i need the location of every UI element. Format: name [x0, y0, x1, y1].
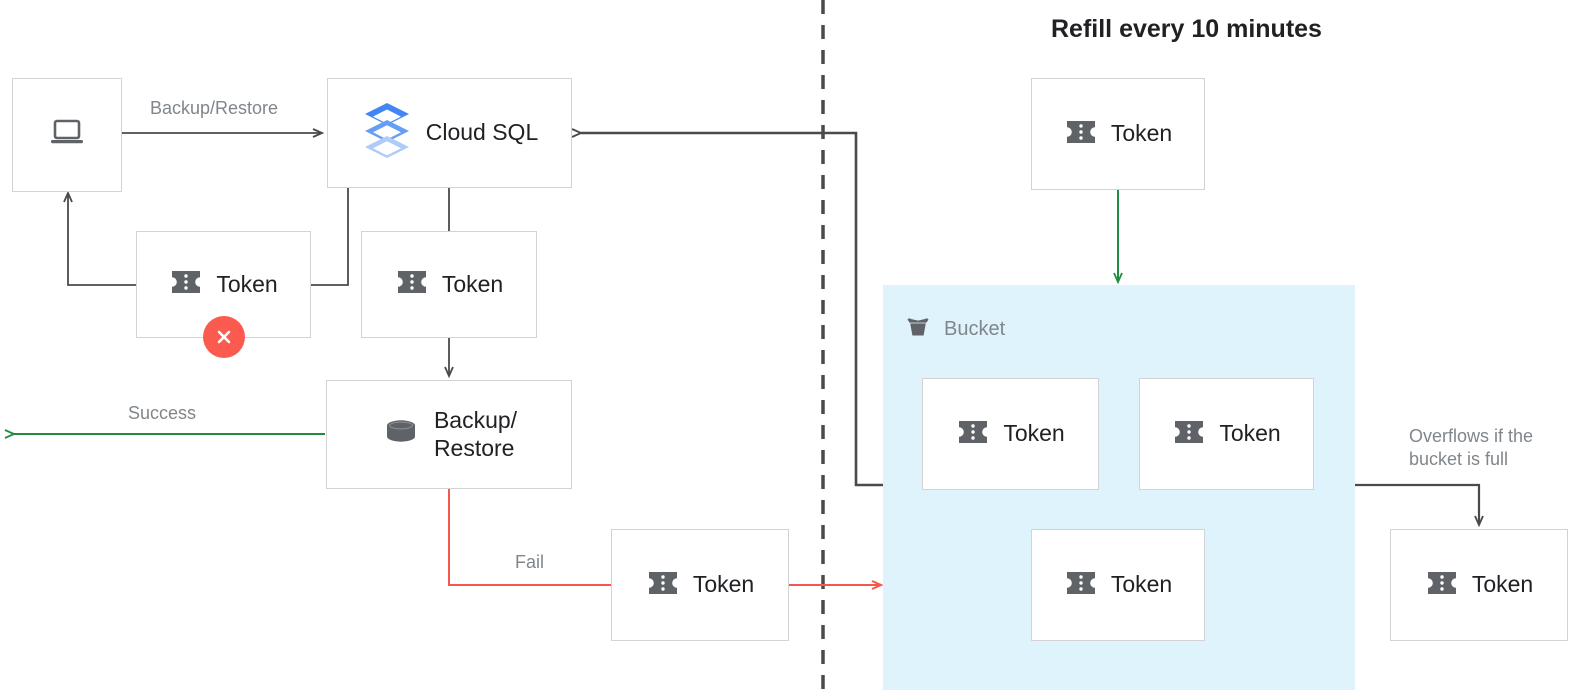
- node-client[interactable]: [12, 78, 122, 192]
- edge-label-overflow: Overflows if the bucket is full: [1409, 426, 1534, 469]
- node-token-bucket-1[interactable]: Token: [922, 378, 1099, 490]
- cloud-sql-icon: [361, 100, 413, 167]
- token-icon: [169, 267, 203, 302]
- edge-label-fail: Fail: [515, 552, 545, 572]
- wire-cloudsql-to-token-client: [311, 188, 349, 286]
- edge-label-backup-restore: Backup/Restore: [150, 98, 279, 118]
- token-icon: [1172, 417, 1206, 452]
- token-icon: [956, 417, 990, 452]
- token-icon: [646, 568, 680, 603]
- node-token-bucket-3[interactable]: Token: [1031, 529, 1205, 641]
- error-badge: [203, 316, 245, 358]
- node-cloud-sql[interactable]: Cloud SQL: [327, 78, 572, 188]
- laptop-icon: [47, 117, 87, 154]
- token-icon: [1425, 568, 1459, 603]
- token-icon: [395, 267, 429, 302]
- token-icon: [1064, 117, 1098, 152]
- bucket-header: Bucket: [903, 312, 1005, 347]
- node-label: Token: [441, 270, 504, 297]
- token-icon: [1064, 568, 1098, 603]
- node-label: Token: [1471, 571, 1534, 598]
- database-icon: [381, 415, 421, 454]
- node-token-fail[interactable]: Token: [611, 529, 789, 641]
- wire-token-to-client: [68, 193, 136, 286]
- node-label: Cloud SQL: [425, 119, 539, 146]
- bucket-icon: [903, 312, 933, 347]
- node-label: Token: [1003, 420, 1065, 447]
- node-label: Token: [1110, 571, 1173, 598]
- wire-bucket-overflow: [1355, 483, 1479, 525]
- node-token-bucket-2[interactable]: Token: [1139, 378, 1314, 490]
- node-label: Token: [1219, 420, 1281, 447]
- edge-label-success: Success: [128, 403, 197, 423]
- close-icon: [217, 330, 231, 344]
- bucket-label: Bucket: [944, 318, 1006, 340]
- node-label: Token: [1110, 120, 1173, 147]
- node-label: Token: [216, 270, 278, 297]
- node-token-overflow[interactable]: Token: [1390, 529, 1568, 641]
- node-backup-restore[interactable]: Backup/ Restore: [326, 380, 572, 489]
- node-token-refill[interactable]: Token: [1031, 78, 1205, 190]
- node-token-sql[interactable]: Token: [361, 231, 537, 338]
- wire-bucket-to-cloudsql: [581, 133, 883, 487]
- page-title: Refill every 10 minutes: [1051, 15, 1322, 43]
- node-label: Token: [692, 571, 755, 598]
- node-label: Backup/ Restore: [433, 407, 518, 461]
